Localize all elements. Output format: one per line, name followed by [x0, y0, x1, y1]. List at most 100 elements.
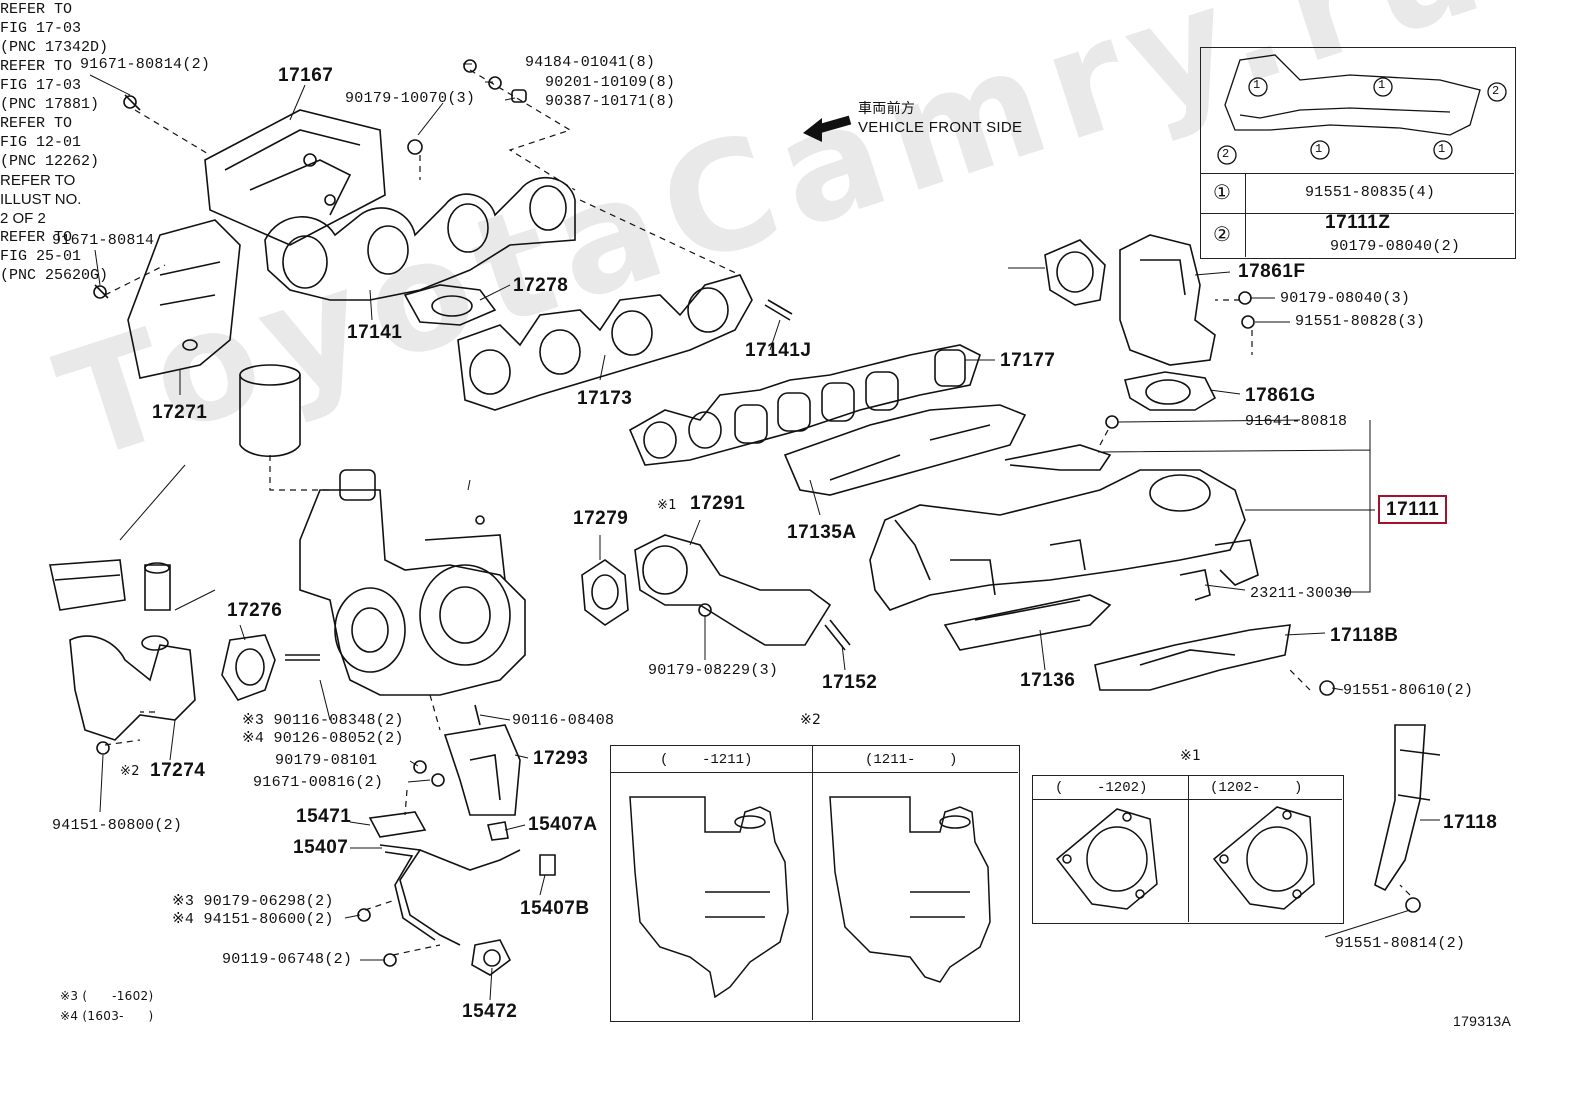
- part-91671-00816[interactable]: 91671-00816(2): [253, 774, 384, 791]
- dashed-leaders: [104, 69, 1411, 956]
- part-91671-80814-2[interactable]: 91671-80814(2): [80, 56, 211, 73]
- part-23211-30030[interactable]: 23211-30030: [1250, 585, 1353, 602]
- variant-1-divider: [1032, 799, 1342, 800]
- part-90179-08229[interactable]: 90179-08229(3): [648, 662, 779, 679]
- bracket-17293: [443, 724, 521, 816]
- inset-callout: 1: [1378, 78, 1386, 92]
- part-17861g[interactable]: 17861G: [1245, 385, 1316, 406]
- part-17278[interactable]: 17278: [513, 275, 569, 296]
- part-17141j[interactable]: 17141J: [745, 340, 812, 361]
- part-15407a[interactable]: 15407A: [528, 814, 598, 835]
- part-91641-80818[interactable]: 91641-80818: [1245, 413, 1348, 430]
- part-17167[interactable]: 17167: [278, 65, 334, 86]
- part-90179-08040-2[interactable]: 90179-08040(2): [1330, 238, 1461, 255]
- part-90179-08101[interactable]: 90179-08101: [275, 752, 378, 769]
- part-94151-80800[interactable]: 94151-80800(2): [52, 817, 183, 834]
- part-17271[interactable]: 17271: [152, 402, 208, 423]
- variant-2-divider: [812, 745, 813, 1020]
- variant-1-col1: ( -1202): [1055, 780, 1148, 796]
- variant-1-mark: ※1: [1180, 748, 1202, 764]
- variant-2-col1: ( -1211): [660, 752, 753, 768]
- inset-callout: 1: [1253, 78, 1261, 92]
- part-15407[interactable]: 15407: [293, 837, 349, 858]
- direction-jp: 車両前方: [858, 101, 916, 117]
- pipe-12262: [144, 564, 171, 611]
- inset-divider: [1200, 173, 1514, 174]
- refer-fig-17-03-a[interactable]: REFER TO FIG 17-03 (PNC 17342D): [0, 1, 109, 56]
- part-90387-10171[interactable]: 90387-10171(8): [545, 93, 676, 110]
- gasket-17276: [221, 634, 276, 701]
- oil-tube-15407: [379, 844, 461, 946]
- inset-callout: 2: [1492, 84, 1500, 98]
- inset-key-2: ②: [1213, 225, 1231, 248]
- inset-box: [1200, 47, 1516, 259]
- part-17293[interactable]: 17293: [533, 748, 589, 769]
- refer-fig-12-01[interactable]: REFER TO FIG 12-01 (PNC 12262): [0, 115, 100, 170]
- part-17291[interactable]: 17291: [690, 493, 746, 514]
- heat-shield-17271: [127, 219, 241, 379]
- pipe-17291: [634, 534, 832, 646]
- part-90116-08408[interactable]: 90116-08408: [512, 712, 615, 729]
- refer-fig-25-01[interactable]: REFER TO FIG 25-01 (PNC 25620G): [0, 229, 109, 284]
- inset-engine-outline: [1217, 54, 1507, 165]
- inset-callout: 1: [1438, 142, 1446, 156]
- part-91551-80835[interactable]: 91551-80835(4): [1305, 184, 1436, 201]
- part-91671-80814[interactable]: 91671-80814: [52, 232, 155, 249]
- union-15407a: [487, 821, 509, 841]
- part-90201-10109[interactable]: 90201-10109(8): [545, 74, 676, 91]
- part-90126-08052[interactable]: ※4 90126-08052(2): [242, 730, 404, 747]
- heat-insulator-17167: [204, 109, 386, 246]
- part-17274[interactable]: 17274: [150, 760, 206, 781]
- exhaust-manifold-17141: [264, 176, 576, 301]
- part-17118[interactable]: 17118: [1443, 812, 1498, 833]
- bracket-17118b: [1094, 624, 1291, 691]
- pipe-17342d: [239, 364, 301, 386]
- part-17118b[interactable]: 17118B: [1330, 625, 1399, 646]
- part-17279[interactable]: 17279: [573, 508, 629, 529]
- part-90116-08348[interactable]: ※3 90116-08348(2): [242, 712, 404, 729]
- part-91551-80610[interactable]: 91551-80610(2): [1343, 682, 1474, 699]
- part-17141[interactable]: 17141: [347, 322, 403, 343]
- intake-manifold-17111: [869, 469, 1246, 611]
- part-17111-highlighted[interactable]: 17111: [1378, 495, 1448, 524]
- part-91551-80814-2[interactable]: 91551-80814(2): [1335, 935, 1466, 952]
- variant-2-divider: [610, 772, 1018, 773]
- plate-17135a: [783, 404, 1027, 496]
- part-94184-01041[interactable]: 94184-01041(8): [525, 54, 656, 71]
- part-90179-10070[interactable]: 90179-10070(3): [345, 90, 476, 107]
- variant-1-artwork: [1055, 806, 1315, 910]
- part-90179-08040-3[interactable]: 90179-08040(3): [1280, 290, 1411, 307]
- variant-2-mark: ※2: [800, 712, 822, 728]
- refer-fig-17-03-b[interactable]: REFER TO FIG 17-03 (PNC 17881): [0, 58, 100, 113]
- part-17173[interactable]: 17173: [577, 388, 633, 409]
- part-17136[interactable]: 17136: [1020, 670, 1076, 691]
- part-15471[interactable]: 15471: [296, 806, 352, 827]
- gasket-17136: [943, 594, 1112, 651]
- part-17111z[interactable]: 17111Z: [1325, 212, 1391, 233]
- refer-illust-2-of-2[interactable]: REFER TO ILLUST NO. 2 OF 2: [0, 172, 82, 227]
- gasket-15471: [368, 811, 427, 838]
- turbocharger: [299, 489, 526, 696]
- plug-15407b: [539, 854, 556, 876]
- water-outlet-17861f: [1119, 234, 1216, 366]
- part-91551-80828[interactable]: 91551-80828(3): [1295, 313, 1426, 330]
- part-15407b[interactable]: 15407B: [520, 898, 590, 919]
- direction-en: VEHICLE FRONT SIDE: [858, 119, 1023, 136]
- stud-17152: [824, 619, 851, 651]
- part-94151-80600[interactable]: ※4 94151-80600(2): [172, 911, 334, 928]
- part-17135a[interactable]: 17135A: [787, 522, 857, 543]
- inset-divider: [1200, 213, 1514, 214]
- part-90179-06298[interactable]: ※3 90179-06298(2): [172, 893, 334, 910]
- variant-2-box: [610, 745, 1020, 1022]
- part-17861f[interactable]: 17861F: [1238, 261, 1306, 282]
- elbow-17274: [69, 635, 196, 741]
- part-17152[interactable]: 17152: [822, 672, 878, 693]
- part-90119-06748[interactable]: 90119-06748(2): [222, 951, 353, 968]
- gasket-15472: [471, 939, 512, 976]
- footnote-3: ※3 ( -1602): [60, 989, 154, 1003]
- footnote-4: ※4 (1603- ): [60, 1009, 154, 1023]
- part-17177[interactable]: 17177: [1000, 350, 1056, 371]
- part-17276[interactable]: 17276: [227, 600, 283, 621]
- part-15472[interactable]: 15472: [462, 1001, 518, 1022]
